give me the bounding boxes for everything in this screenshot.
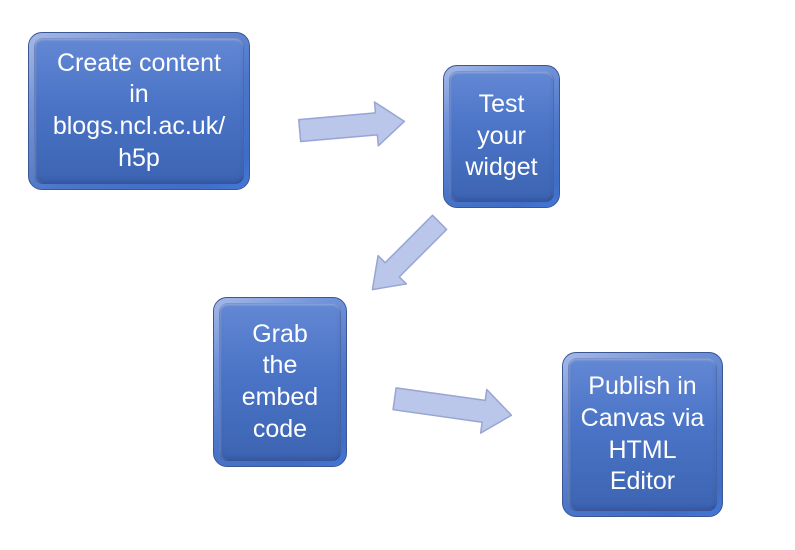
arrow-grab-to-publish	[392, 387, 513, 434]
arrow-create-to-test	[297, 101, 406, 147]
flow-step-publish-canvas: Publish in Canvas via HTML Editor	[562, 352, 723, 517]
flow-step-grab-embed-body: Grab the embed code	[219, 303, 341, 461]
flow-step-grab-embed: Grab the embed code	[213, 297, 347, 467]
flow-step-create-content-body: Create content in blogs.ncl.ac.uk/ h5p	[34, 38, 244, 184]
arrow-test-to-grab	[371, 214, 448, 291]
flow-step-publish-canvas-label: Publish in Canvas via HTML Editor	[580, 372, 705, 496]
flow-step-test-widget-label: Test your widget	[465, 89, 538, 182]
flow-step-test-widget-body: Test your widget	[449, 71, 554, 202]
flow-step-publish-canvas-body: Publish in Canvas via HTML Editor	[568, 358, 717, 511]
flow-step-create-content: Create content in blogs.ncl.ac.uk/ h5p	[28, 32, 250, 190]
flow-step-grab-embed-label: Grab the embed code	[241, 319, 319, 443]
flow-step-test-widget: Test your widget	[443, 65, 560, 208]
flow-step-create-content-label: Create content in blogs.ncl.ac.uk/ h5p	[52, 48, 226, 172]
